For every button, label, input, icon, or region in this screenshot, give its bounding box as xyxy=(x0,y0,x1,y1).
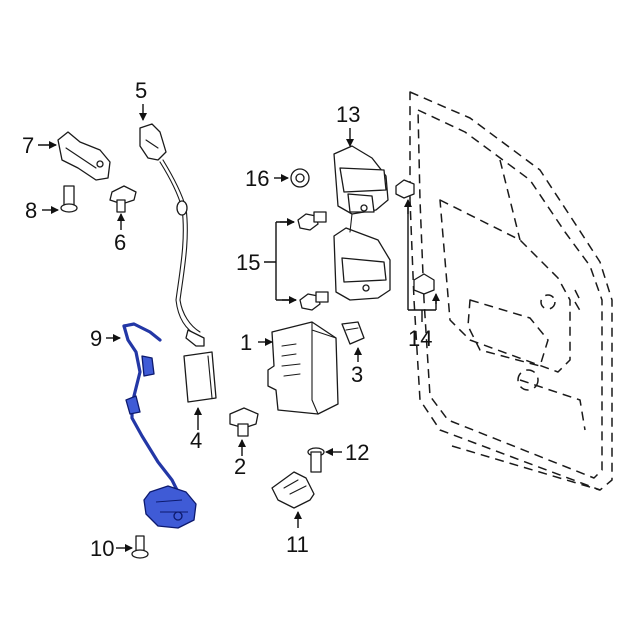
callout-7: 7 xyxy=(22,133,34,158)
part-7-bracket xyxy=(57,131,111,181)
callout-8: 8 xyxy=(25,198,37,223)
door-outline xyxy=(409,91,613,491)
callout-3: 3 xyxy=(351,362,363,387)
callout-1: 1 xyxy=(240,330,252,355)
callout-10: 10 xyxy=(90,536,114,561)
part-2-bolt xyxy=(229,407,259,437)
callout-13: 13 xyxy=(336,102,360,127)
callout-2: 2 xyxy=(234,454,246,479)
part-10-screw xyxy=(131,535,149,559)
part-16-washer xyxy=(290,168,310,188)
callout-5: 5 xyxy=(135,78,147,103)
part-5-release-cable xyxy=(139,123,205,347)
part-4-shield xyxy=(183,351,217,403)
callout-11: 11 xyxy=(286,532,309,557)
callout-14: 14 xyxy=(408,326,432,351)
part-9-latch-assembly-highlighted xyxy=(122,322,197,529)
part-8-bolt xyxy=(60,185,78,213)
callout-4: 4 xyxy=(190,428,202,453)
callout-12: 12 xyxy=(345,440,369,465)
part-14-bolts xyxy=(395,179,435,295)
part-6-bolt xyxy=(109,185,137,213)
part-3-clip xyxy=(341,321,365,345)
part-13-hinge xyxy=(333,145,391,301)
callout-15: 15 xyxy=(236,250,260,275)
part-12-pin xyxy=(307,447,325,473)
callout-6: 6 xyxy=(114,230,126,255)
part-11-striker xyxy=(271,471,315,509)
part-15-bolts xyxy=(297,211,329,311)
callout-16: 16 xyxy=(245,166,269,191)
leader-15 xyxy=(264,221,296,301)
callout-9: 9 xyxy=(90,326,102,351)
part-1-control-module xyxy=(267,321,339,415)
